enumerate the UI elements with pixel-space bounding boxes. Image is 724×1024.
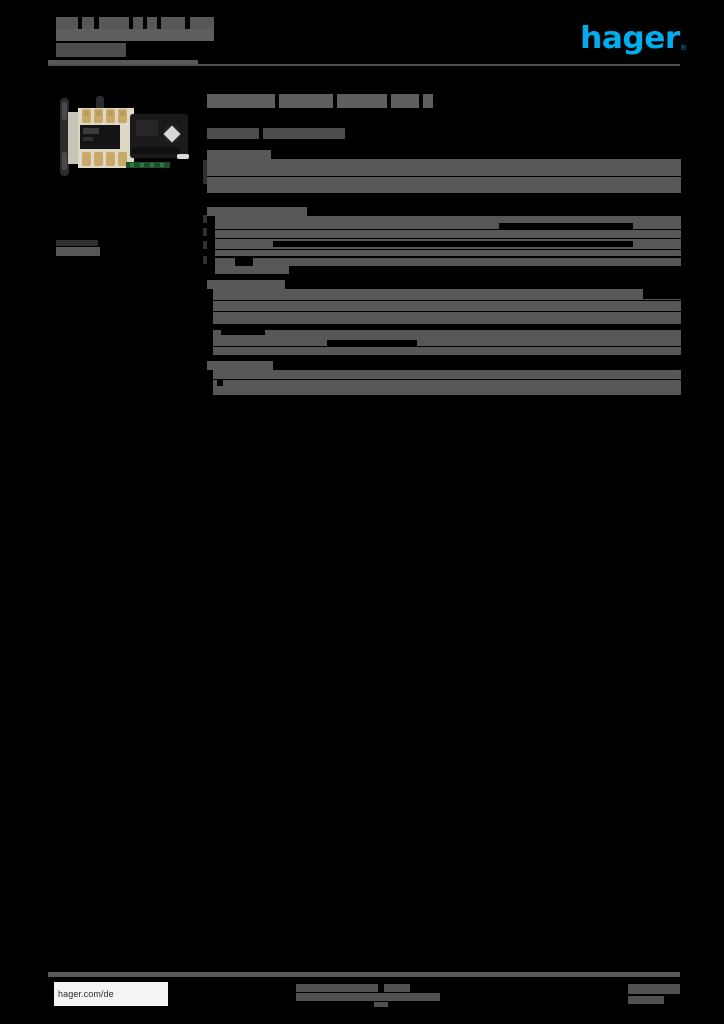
margin-mark-5 — [203, 256, 207, 264]
registered-trademark-icon: ® — [680, 45, 686, 52]
header-rule — [48, 64, 680, 66]
section-5-rowline — [207, 346, 681, 347]
section-2-rowline-2 — [207, 238, 681, 239]
page-title-line-1 — [56, 17, 78, 29]
content-subheading-w1 — [207, 128, 259, 139]
page-footer: hager.com/de — [0, 972, 724, 1024]
footer-center-line-1 — [296, 984, 378, 992]
hager-logo[interactable]: hager ® — [580, 24, 686, 54]
section-6-gap-a — [207, 370, 213, 395]
section-5-gap-a — [207, 330, 213, 355]
section-4-gap-a — [207, 289, 213, 324]
section-6-table — [207, 370, 681, 395]
footer-right-line-2 — [628, 996, 664, 1004]
page-reference-line — [56, 43, 126, 57]
page-title-line-1d — [133, 17, 143, 29]
content-heading-w2 — [279, 94, 333, 108]
section-5-gap-b — [221, 330, 265, 335]
hager-logo-wordmark: hager — [580, 21, 680, 56]
section-1-table — [207, 159, 681, 193]
section-2-label — [207, 207, 307, 216]
footer-center-line-2 — [384, 984, 410, 992]
page-title-line-1g — [190, 17, 214, 29]
page-subtitle-line — [56, 29, 214, 41]
section-2-rowline-1 — [207, 229, 681, 230]
content-heading-w1 — [207, 94, 275, 108]
section-4-label — [207, 280, 285, 289]
page-title-line-1c — [99, 17, 129, 29]
section-2-gap-b — [499, 223, 633, 229]
section-2-rowline-3 — [207, 249, 681, 250]
footer-center-line-3 — [296, 993, 440, 1001]
section-1-rowline — [207, 176, 681, 177]
section-2-table — [207, 216, 681, 256]
product-photo — [52, 92, 202, 184]
footer-rule — [48, 972, 680, 977]
section-1-label — [207, 150, 271, 159]
product-caption-line-1 — [56, 240, 98, 246]
content-subheading-w2 — [263, 128, 345, 139]
section-4-rowline-2 — [207, 311, 681, 312]
section-2-gap-c — [273, 241, 633, 247]
product-caption-line-2 — [56, 247, 100, 256]
section-2-gap-a — [207, 216, 215, 256]
content-heading-w5 — [423, 94, 433, 108]
section-4-table — [207, 289, 681, 324]
section-6-rowline — [207, 379, 681, 380]
section-5-gap-c — [327, 340, 417, 346]
margin-mark-4 — [203, 241, 207, 249]
footer-page-number — [628, 984, 680, 994]
section-3-table — [207, 258, 681, 274]
page-title-line-1b — [82, 17, 94, 29]
footer-url-link[interactable]: hager.com/de — [54, 982, 168, 1006]
footer-center-line-4 — [374, 1002, 388, 1007]
page-title-line-1e — [147, 17, 157, 29]
section-5-table — [207, 330, 681, 355]
margin-mark-1 — [203, 160, 207, 184]
section-6-gap-b — [217, 380, 223, 386]
margin-mark-3 — [203, 228, 207, 236]
page-header: hager ® — [0, 0, 724, 72]
footer-url-text: hager.com/de — [58, 989, 114, 999]
section-3-gap-a — [207, 258, 215, 274]
section-3-gap-b — [235, 258, 253, 266]
section-4-rowline-1 — [207, 300, 681, 301]
margin-mark-2 — [203, 215, 207, 223]
section-3-gap-c — [289, 266, 681, 274]
content-heading-w3 — [337, 94, 387, 108]
section-4-gap-b — [643, 289, 681, 299]
content-heading-w4 — [391, 94, 419, 108]
section-6-label — [207, 361, 273, 370]
page-title-line-1f — [161, 17, 185, 29]
header-rule-accent — [48, 60, 198, 66]
